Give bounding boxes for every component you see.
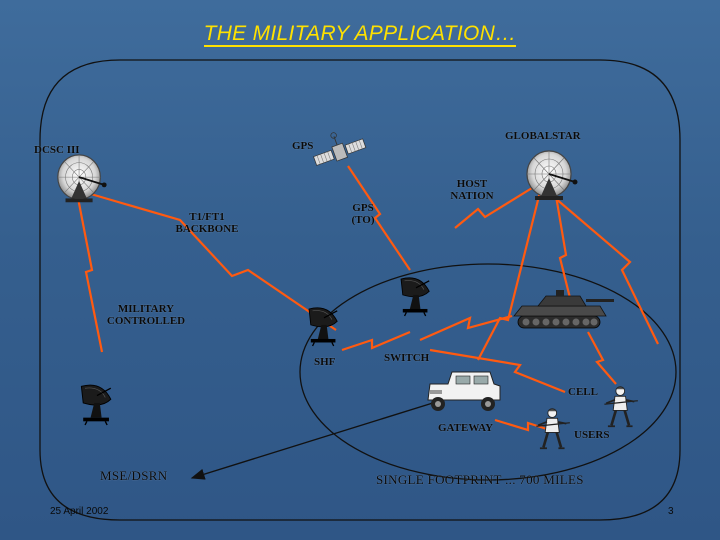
link-switch-cell — [429, 348, 566, 394]
link-gps-to — [347, 165, 411, 271]
label-cell: CELL — [568, 386, 598, 398]
network-boundary — [39, 59, 681, 521]
soldier-icon — [604, 385, 640, 428]
tank-icon — [513, 290, 614, 329]
link-globalstar-switch — [477, 191, 542, 361]
gateway-to-mse-arrow — [190, 401, 437, 480]
dish-antenna-icon — [526, 150, 579, 201]
humvee-icon — [427, 371, 501, 411]
label-dcsc: DCSC III — [34, 144, 80, 156]
dish-antenna-icon — [80, 384, 112, 426]
label-backbone: T1/FT1 BACKBONE — [175, 211, 239, 235]
satellite-icon — [312, 128, 368, 169]
footer-date: 25 April 2002 — [50, 506, 109, 517]
link-shf-switch — [341, 330, 411, 352]
dish-antenna-icon — [400, 277, 430, 317]
label-mse-dsrn: MSE/DSRN — [100, 468, 168, 483]
dish-antenna-icon — [56, 154, 108, 204]
link-tank-cell — [587, 331, 617, 385]
label-gps: GPS — [292, 140, 314, 152]
label-host-nation: HOST NATION — [450, 178, 494, 202]
label-gateway: GATEWAY — [438, 422, 494, 434]
label-military-controlled: MILITARY CONTROLLED — [106, 303, 186, 327]
link-globalstar-cell — [547, 191, 659, 345]
label-switch: SWITCH — [384, 352, 430, 364]
label-globalstar: GLOBALSTAR — [505, 130, 581, 142]
link-hostnation — [454, 179, 546, 229]
page-number: 3 — [668, 506, 674, 517]
link-globalstar-tank — [553, 189, 574, 307]
label-shf: SHF — [314, 356, 336, 368]
link-switch-tank — [419, 314, 513, 342]
link-gateway-users — [494, 418, 557, 434]
link-dcsc-military — [76, 197, 104, 353]
link-dcsc-backbone — [83, 190, 337, 331]
label-single-footprint: SINGLE FOOTPRINT ... 700 MILES — [376, 472, 584, 487]
radio-links — [76, 165, 659, 434]
footprint-ellipse — [299, 263, 677, 481]
label-users: USERS — [574, 429, 610, 441]
slide-title: THE MILITARY APPLICATION… — [203, 22, 517, 47]
label-gps-to: GPS (TO) — [351, 202, 375, 226]
